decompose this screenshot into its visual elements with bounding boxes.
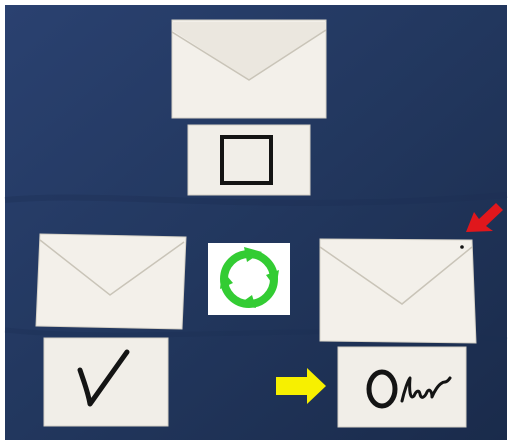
- rotate-cycle-icon: [208, 243, 290, 315]
- circle-symbol-card: [338, 347, 466, 427]
- left-envelope: [36, 234, 186, 329]
- ink-dot: [460, 245, 464, 249]
- square-symbol-card: [188, 125, 310, 195]
- check-symbol-card: [44, 338, 168, 426]
- right-envelope: [320, 239, 476, 343]
- top-envelope: [172, 20, 326, 118]
